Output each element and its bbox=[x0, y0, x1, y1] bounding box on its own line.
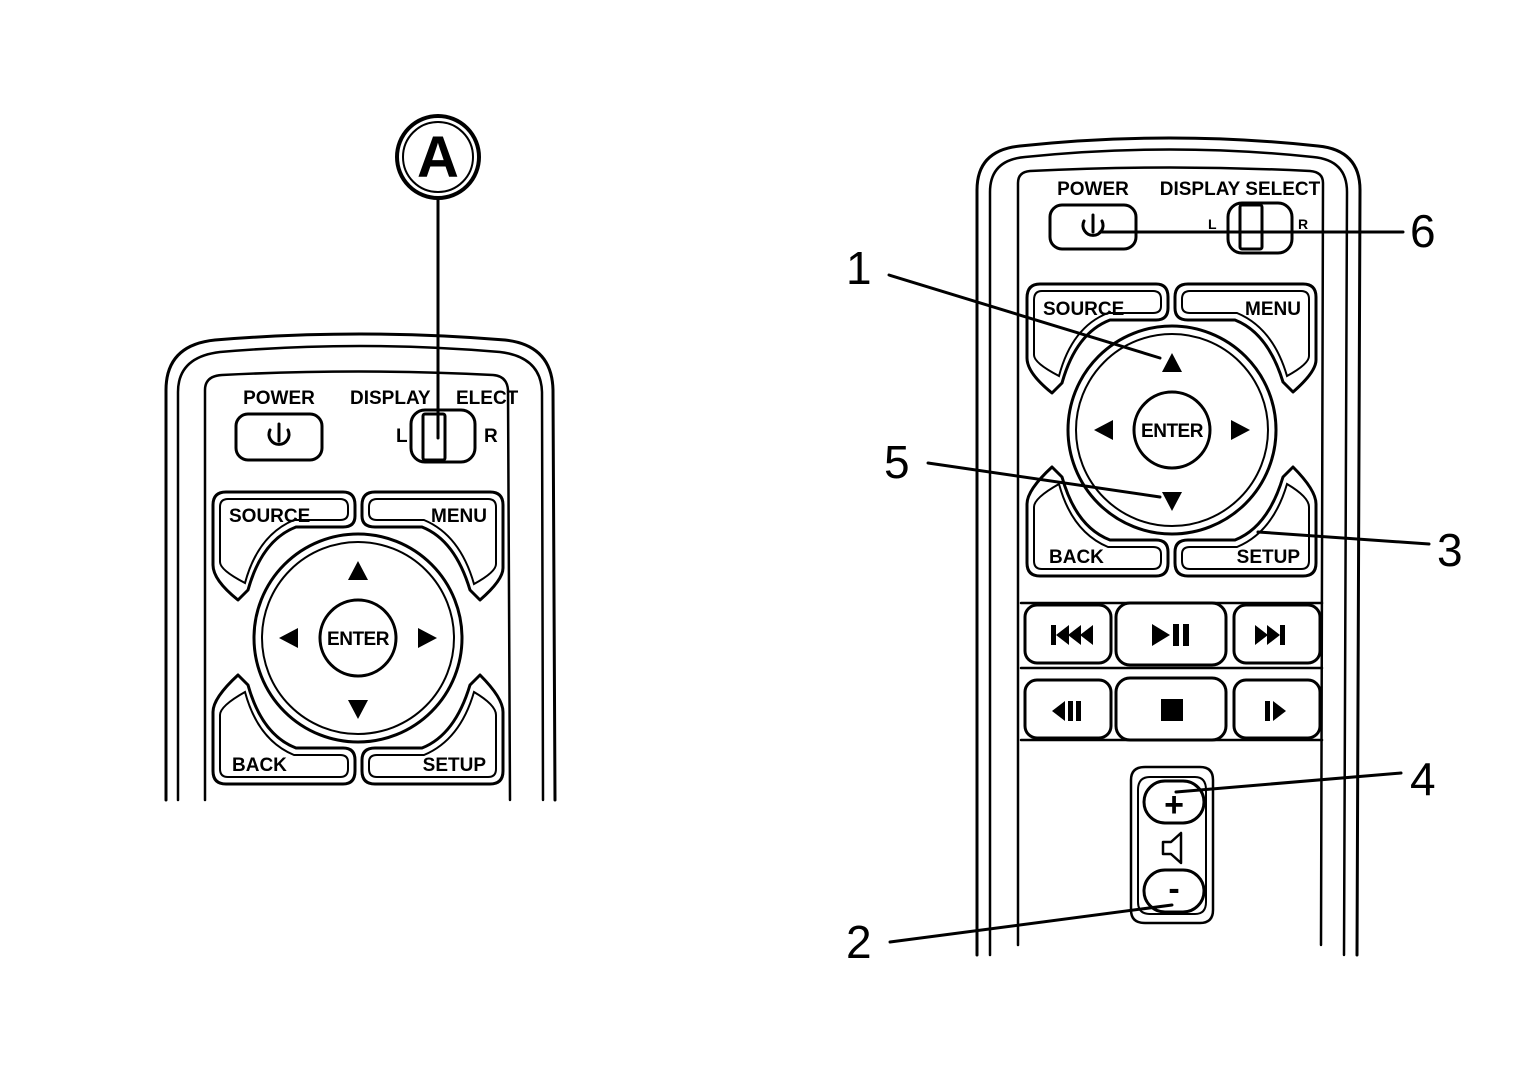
right-enter-label: ENTER bbox=[1141, 421, 1204, 442]
left-back-label: BACK bbox=[232, 755, 287, 776]
left-dpad-outer-ring bbox=[252, 532, 464, 744]
right-remote: POWER DISPLAY SELECT L R SOURCE MENU BAC… bbox=[975, 136, 1362, 957]
left-source-label: SOURCE bbox=[229, 506, 310, 527]
arrow-left-icon[interactable] bbox=[279, 628, 298, 648]
left-enter-label: ENTER bbox=[327, 629, 390, 650]
right-display-select-label: DISPLAY SELECT bbox=[1160, 179, 1321, 200]
callout-4-leader bbox=[1174, 771, 1403, 794]
next-track-icon bbox=[1255, 625, 1285, 645]
left-remote-body-outline bbox=[164, 332, 557, 802]
right-menu-button[interactable] bbox=[1173, 282, 1318, 394]
right-remote-body-outline bbox=[975, 136, 1362, 957]
left-switch-right-label: R bbox=[484, 426, 498, 447]
volume-up-label: + bbox=[1164, 786, 1184, 824]
right-back-button[interactable] bbox=[1025, 465, 1170, 578]
arrow-right-icon[interactable] bbox=[418, 628, 437, 648]
right-remote-body-inner-outline bbox=[988, 148, 1349, 957]
right-source-label: SOURCE bbox=[1043, 299, 1124, 320]
speaker-icon bbox=[1161, 831, 1183, 865]
callout-2: 2 bbox=[846, 916, 872, 968]
right-enter-button[interactable] bbox=[1132, 390, 1212, 470]
right-setup-button[interactable] bbox=[1173, 465, 1318, 578]
callout-1-leader bbox=[887, 273, 1162, 360]
right-setup-label: SETUP bbox=[1237, 547, 1301, 568]
callout-2-leader bbox=[888, 903, 1174, 944]
arrow-right-icon[interactable] bbox=[1231, 420, 1250, 440]
right-source-button[interactable] bbox=[1025, 282, 1170, 395]
volume-down-label: - bbox=[1168, 870, 1179, 908]
right-dpad[interactable] bbox=[1075, 333, 1269, 527]
right-dpad-outer-ring bbox=[1066, 324, 1278, 536]
callout-a-label: A bbox=[417, 125, 459, 190]
left-switch-left-label: L bbox=[396, 426, 408, 447]
arrow-down-icon[interactable] bbox=[348, 700, 368, 719]
left-back-button[interactable] bbox=[211, 673, 357, 786]
fast-forward-icon bbox=[1265, 701, 1286, 721]
left-remote: POWER DISPLAY ELECT L R SOURCE MENU BACK… bbox=[164, 114, 557, 802]
left-enter-button[interactable] bbox=[318, 598, 398, 678]
arrow-down-icon[interactable] bbox=[1162, 492, 1182, 511]
power-icon bbox=[267, 422, 291, 446]
arrow-up-icon[interactable] bbox=[1162, 353, 1182, 372]
left-remote-panel bbox=[203, 370, 512, 802]
callout-1: 1 bbox=[846, 242, 872, 294]
left-dpad[interactable] bbox=[261, 541, 455, 735]
left-menu-label: MENU bbox=[431, 506, 487, 527]
right-menu-label: MENU bbox=[1245, 299, 1301, 320]
volume-down-button[interactable] bbox=[1142, 868, 1206, 914]
volume-rocker-housing bbox=[1129, 765, 1215, 925]
callouts: 1 2 3 4 5 6 bbox=[846, 205, 1463, 968]
right-switch-right-label: R bbox=[1298, 216, 1308, 232]
right-power-label: POWER bbox=[1057, 179, 1129, 200]
callout-5-leader bbox=[926, 461, 1162, 499]
callout-4: 4 bbox=[1410, 753, 1436, 805]
stop-icon bbox=[1161, 699, 1183, 721]
left-source-button[interactable] bbox=[211, 490, 357, 602]
left-display-select-knob[interactable] bbox=[421, 412, 447, 462]
power-icon bbox=[1081, 213, 1105, 237]
arrow-up-icon[interactable] bbox=[348, 561, 368, 580]
left-remote-body-inner-outline bbox=[176, 344, 545, 802]
left-select-label: ELECT bbox=[456, 388, 519, 409]
right-display-select-knob[interactable] bbox=[1238, 203, 1264, 251]
left-power-label: POWER bbox=[243, 388, 315, 409]
callout-3-leader bbox=[1256, 530, 1431, 546]
prev-track-icon bbox=[1051, 625, 1093, 645]
left-menu-button[interactable] bbox=[360, 490, 505, 602]
left-display-label: DISPLAY bbox=[350, 388, 431, 409]
callout-6: 6 bbox=[1410, 205, 1436, 257]
right-back-label: BACK bbox=[1049, 547, 1104, 568]
play-pause-button[interactable] bbox=[1114, 601, 1228, 667]
right-switch-left-label: L bbox=[1208, 216, 1217, 232]
left-setup-button[interactable] bbox=[360, 673, 505, 786]
callout-5: 5 bbox=[884, 436, 910, 488]
rewind-icon bbox=[1052, 701, 1081, 721]
arrow-left-icon[interactable] bbox=[1094, 420, 1113, 440]
right-remote-panel bbox=[1016, 166, 1325, 947]
left-setup-label: SETUP bbox=[423, 755, 487, 776]
play-pause-icon bbox=[1152, 624, 1189, 646]
callout-3: 3 bbox=[1437, 524, 1463, 576]
